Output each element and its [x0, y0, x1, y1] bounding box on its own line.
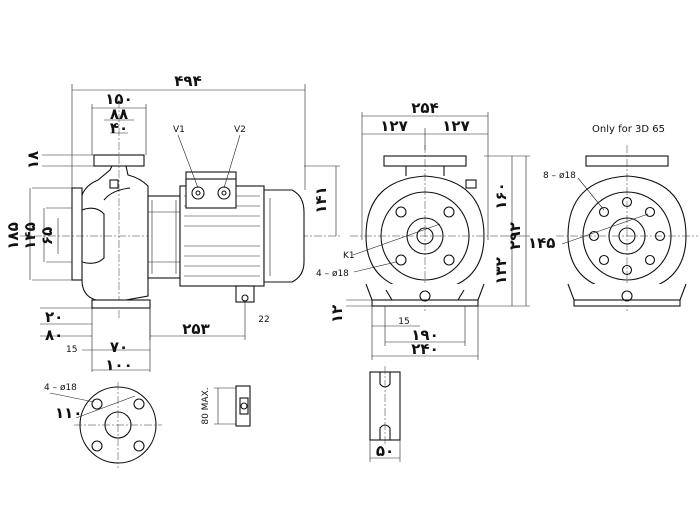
alt-holes-label: 8 – ø18 — [543, 171, 576, 181]
flange-width-label: ۱۵۰ — [105, 90, 132, 108]
foot-width-label: ۷۰ — [110, 338, 128, 356]
flange-pitch-label: ۱۱۰ — [55, 404, 82, 422]
front-holes-label: 4 – ø18 — [316, 269, 349, 279]
front-height-lower-label: ۱۳۲ — [492, 257, 510, 284]
flange-holes-label: 4 – ø18 — [44, 383, 77, 393]
front-view: ۲۵۴ ۱۲۷ ۱۲۷ K1 4 – ø18 ۱۶ — [316, 99, 530, 360]
base-offset-label: ۸۰ — [45, 326, 63, 344]
foot-gap-label: 22 — [258, 315, 269, 325]
alt-pitch-label: ۱۴۵ — [528, 234, 555, 252]
front-foot-pitch-label: ۱۹۰ — [411, 326, 438, 344]
base-length-label: ۲۵۳ — [182, 320, 209, 338]
front-height-total-label: ۲۹۲ — [506, 222, 524, 249]
front-half-left-label: ۱۲۷ — [380, 117, 407, 135]
front-width-label: ۲۵۴ — [411, 99, 438, 117]
foot-left-label: 15 — [66, 345, 77, 355]
front-half-right-label: ۱۲۷ — [442, 117, 469, 135]
bolt-max-label: 80 MAX. — [201, 387, 211, 424]
alt-view-note: Only for 3D 65 — [592, 124, 665, 135]
suction-bore-label: ۶۵ — [38, 227, 56, 245]
slot-width-label: ۵۰ — [376, 442, 394, 460]
suction-flange-label: ۱۸۵ — [4, 222, 22, 249]
shaft-height-label: ۱۴۱ — [312, 186, 330, 213]
front-foot-offset-label: 15 — [398, 317, 409, 327]
front-k1-label: K1 — [343, 251, 355, 261]
foot-span-label: ۱۰۰ — [105, 356, 132, 374]
valve-1-label: V1 — [173, 125, 185, 135]
front-foot-thickness-label: ۱۲ — [328, 305, 346, 323]
front-height-upper-label: ۱۶۰ — [492, 182, 510, 209]
flange-detail: 4 – ø18 ۱۱۰ — [44, 382, 162, 468]
front-foot-width-label: ۲۴۰ — [411, 340, 438, 358]
side-view: ۴۹۴ ۱۵۰ ۸۸ ۴۰ ۱۸ ۱۸۵ ۱۴۵ ۶۵ — [4, 72, 340, 374]
slot-detail: ۵۰ — [369, 366, 401, 462]
bolt-detail: 80 MAX. — [201, 385, 251, 427]
alt-view: Only for 3D 65 8 – ø18 ۱۴۵ — [528, 124, 698, 312]
base-height-label: ۲۰ — [45, 308, 63, 326]
valve-2-label: V2 — [234, 125, 246, 135]
overall-length-label: ۴۹۴ — [174, 72, 201, 90]
top-offset-label: ۱۸ — [24, 151, 42, 169]
